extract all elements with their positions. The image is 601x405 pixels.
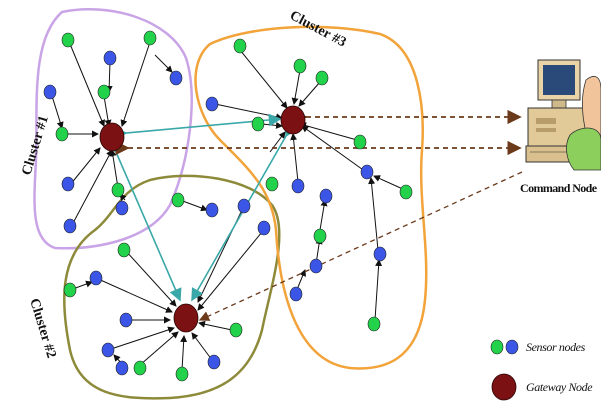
cluster-2-label: Cluster #2 <box>26 297 58 360</box>
command-node-computer-icon <box>525 59 601 171</box>
legend: Sensor nodes Gateway Node <box>490 339 594 401</box>
command-links <box>115 109 523 321</box>
cluster-1-label: Cluster #1 <box>19 114 51 177</box>
gateway-node-cluster-2 <box>173 303 199 333</box>
sensor-nodes <box>43 30 413 382</box>
legend-sensor-green-icon <box>490 339 504 355</box>
gateway-links <box>105 113 298 302</box>
cluster-3-outline <box>194 25 428 370</box>
command-node-label: Command Node <box>520 181 598 195</box>
gateway-node-cluster-3 <box>280 105 306 135</box>
gateway-nodes <box>99 105 306 333</box>
gateway-node-cluster-1 <box>99 122 125 152</box>
legend-sensor-label: Sensor nodes <box>526 340 586 354</box>
legend-gateway-icon <box>491 373 517 401</box>
legend-sensor-blue-icon <box>505 339 519 355</box>
cluster-3-label: Cluster #3 <box>287 8 348 50</box>
legend-gateway-label: Gateway Node <box>526 380 593 394</box>
